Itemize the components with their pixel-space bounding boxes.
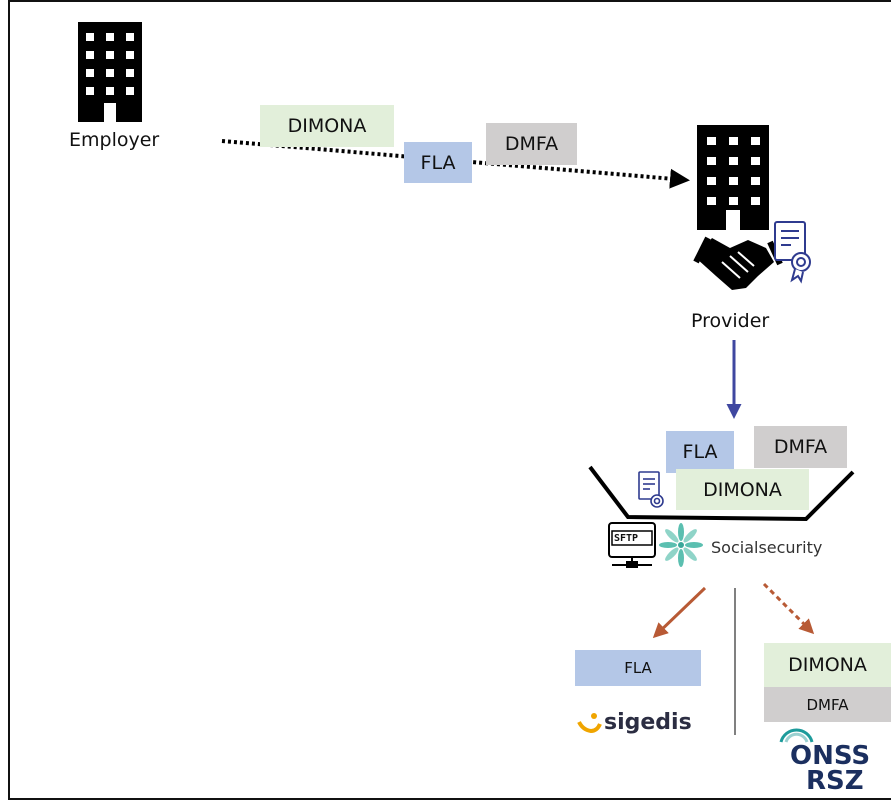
employer-building-icon — [78, 22, 142, 122]
sftp-label: SFTP — [614, 533, 639, 544]
provider-building-icon — [697, 125, 769, 230]
output-dimona-box: DIMONA — [764, 643, 891, 687]
sigedis-logo-icon — [577, 713, 602, 734]
portal-to-sigedis-arrow — [652, 586, 707, 639]
output-dmfa-box: DMFA — [764, 687, 891, 722]
socialsecurity-logo-icon — [659, 523, 703, 567]
portal-dmfa-box: DMFA — [754, 426, 847, 468]
portal-certificate-icon — [638, 471, 664, 508]
onss-logo-text: ONSS — [790, 741, 871, 771]
rsz-logo-text: RSZ — [806, 766, 864, 796]
employer-label: Employer — [69, 129, 160, 151]
transit-dmfa-box: DMFA — [486, 123, 577, 165]
portal-tray — [588, 465, 855, 522]
sftp-icon — [608, 522, 656, 568]
output-fla-box: FLA — [575, 650, 701, 686]
portal-to-onss-arrow — [762, 582, 815, 635]
portal-fla-box: FLA — [666, 431, 734, 473]
onss-logo-icon — [779, 728, 814, 743]
transit-fla-box: FLA — [404, 142, 472, 183]
transit-dimona-box: DIMONA — [260, 105, 394, 147]
provider-label: Provider — [691, 310, 770, 332]
sigedis-logo-text: sigedis — [604, 710, 692, 735]
handshake-icon — [693, 236, 783, 290]
portal-dimona-box: DIMONA — [676, 469, 809, 510]
socialsecurity-label: Socialsecurity — [711, 538, 823, 557]
provider-certificate-icon — [774, 221, 811, 284]
